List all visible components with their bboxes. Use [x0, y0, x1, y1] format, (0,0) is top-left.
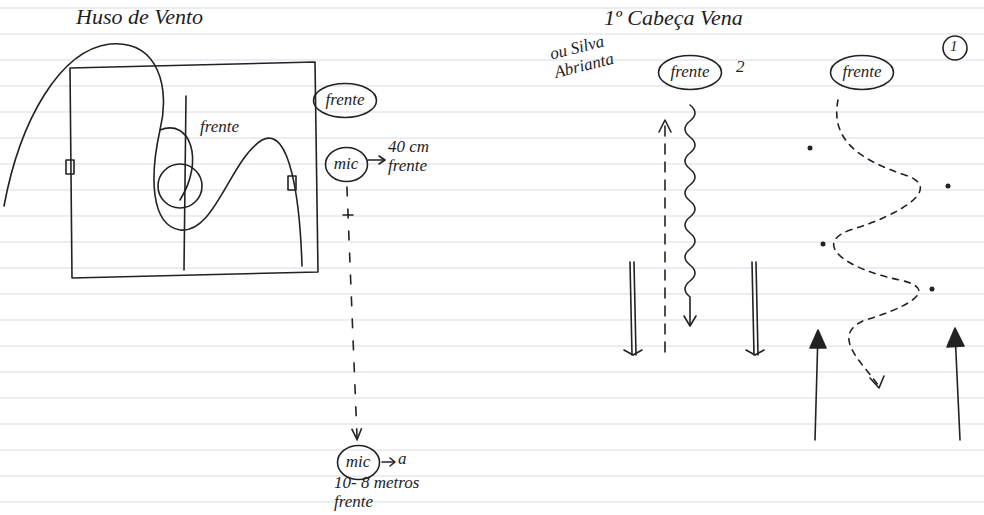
- callout-number: 1: [950, 38, 958, 55]
- node-text: frente: [325, 91, 364, 110]
- side-note: ou Silva Abrianta: [548, 24, 644, 82]
- frente-circle: frente: [657, 54, 723, 91]
- box-label: frente: [200, 118, 239, 137]
- frente-circle: frente: [829, 54, 895, 91]
- section-heading: 1º Cabeça Vena: [604, 6, 743, 30]
- distance-note: 10- 8 metros frente: [334, 474, 444, 511]
- node-text: mic: [346, 453, 371, 472]
- callout-number: 2: [736, 58, 745, 77]
- node-text: frente: [670, 63, 709, 82]
- title-heading: Huso de Vento: [76, 4, 203, 30]
- node-text: mic: [334, 155, 359, 174]
- mic-circle: mic: [324, 146, 369, 183]
- frente-circle: frente: [312, 82, 378, 119]
- distance-note: a: [398, 450, 407, 469]
- dashed-arrow: [347, 186, 362, 439]
- node-text: frente: [842, 63, 881, 82]
- distance-note: 40 cm frente: [388, 138, 468, 175]
